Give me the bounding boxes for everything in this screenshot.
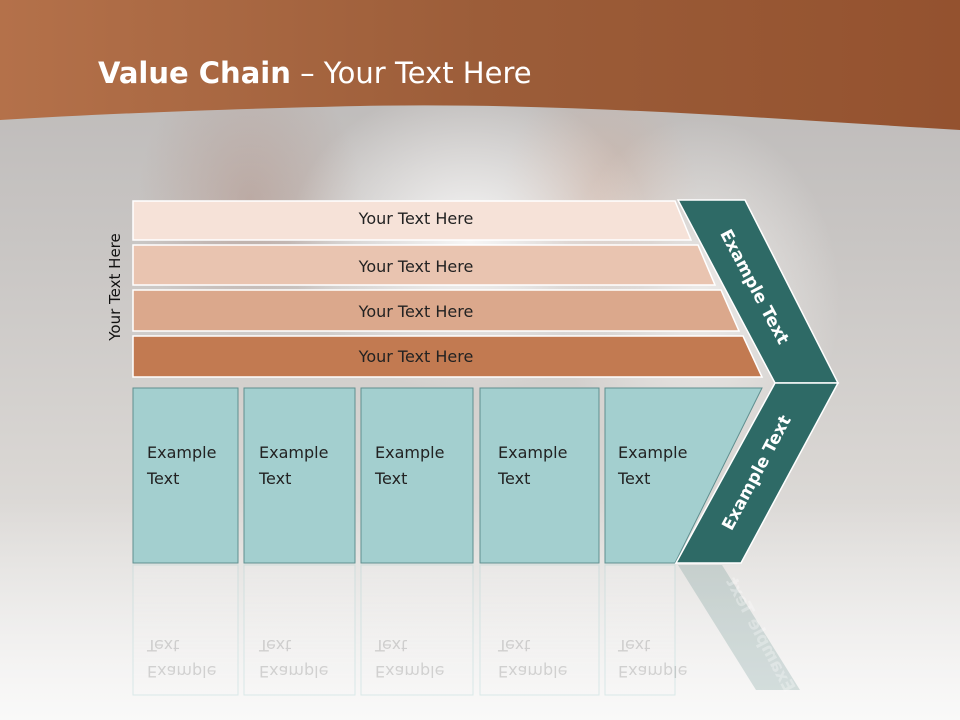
box-1-line1: Example — [147, 443, 217, 462]
box-1-reflection: Example Text — [147, 632, 216, 684]
box-3-line1: Example — [375, 443, 445, 462]
title-rest: – Your Text Here — [290, 56, 532, 90]
box-4 — [479, 387, 600, 564]
bar-3 — [132, 289, 741, 332]
box-1-line2: Text — [147, 469, 180, 488]
chevron-lower-arm — [674, 382, 840, 564]
box-1-reflection-line1: Example — [147, 662, 217, 681]
box-4-reflection-line1: Example — [498, 662, 568, 681]
bar-1-label: Your Text Here — [358, 209, 474, 228]
title-banner — [0, 0, 960, 130]
box-1 — [132, 387, 239, 564]
box-4-line2: Text — [498, 469, 531, 488]
box-3-reflection-line1: Example — [375, 662, 445, 681]
box-3-reflection-line2: Text — [375, 636, 408, 655]
box-3-reflection: Example Text — [375, 632, 444, 684]
box-3-line2: Text — [375, 469, 408, 488]
bar-4 — [132, 335, 764, 378]
box-5-line1: Example — [618, 443, 688, 462]
box-2-line2: Text — [259, 469, 292, 488]
slide-title: Value Chain – Your Text Here — [98, 56, 532, 90]
box-5-reflection-line1: Example — [618, 662, 688, 681]
box-2 — [243, 387, 356, 564]
box-5-reflection: Example Text — [618, 632, 687, 684]
box-4-line1: Example — [498, 443, 568, 462]
box-2-reflection: Example Text — [259, 632, 328, 684]
bar-1 — [132, 200, 693, 241]
box-2-reflection-line2: Text — [259, 636, 292, 655]
boxes-reflection — [132, 564, 800, 696]
box-2-reflection-line1: Example — [259, 662, 329, 681]
box-3 — [360, 387, 474, 564]
bar-2 — [132, 244, 717, 286]
box-5-line2: Text — [618, 469, 651, 488]
box-2-line1: Example — [259, 443, 329, 462]
box-4-reflection: Example Text — [498, 632, 567, 684]
bar-4-label: Your Text Here — [358, 347, 474, 366]
title-bold: Value Chain — [98, 56, 291, 90]
box-5 — [604, 387, 763, 564]
box-1-reflection-line2: Text — [147, 636, 180, 655]
bar-3-label: Your Text Here — [358, 302, 474, 321]
box-4-reflection-line2: Text — [498, 636, 531, 655]
box-5-reflection-line2: Text — [618, 636, 651, 655]
bar-2-label: Your Text Here — [358, 257, 474, 276]
